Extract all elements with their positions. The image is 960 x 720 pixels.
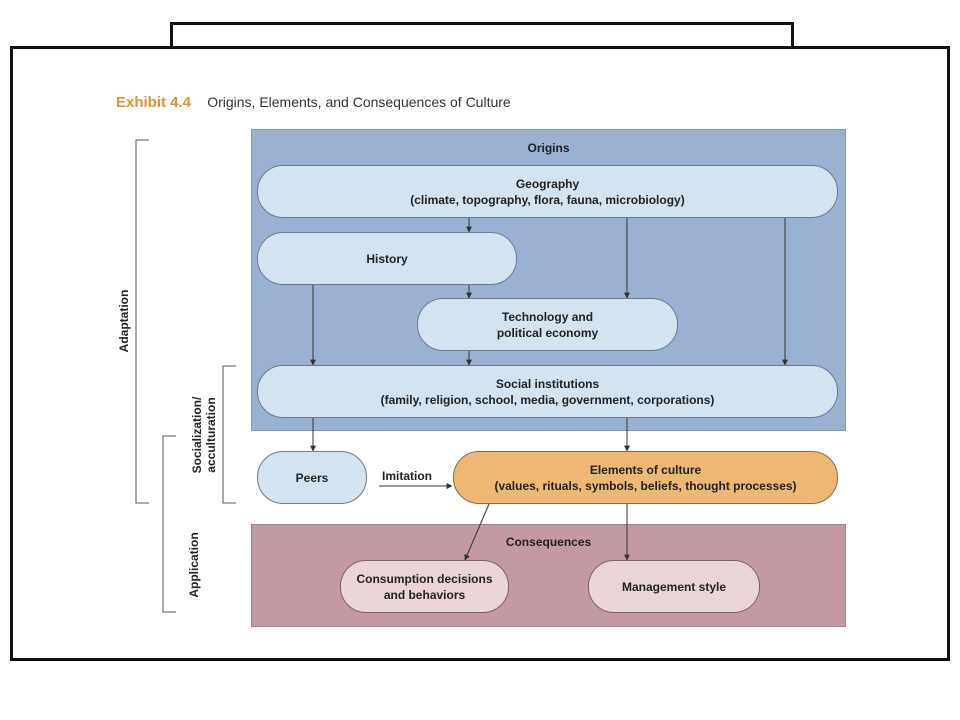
- origins-title: Origins: [527, 141, 570, 155]
- socialization-label-line1: Socialization/: [190, 396, 204, 474]
- history-title: History: [366, 251, 408, 266]
- social-institutions-title: Social institutions: [495, 376, 600, 391]
- peers-title: Peers: [295, 470, 329, 485]
- technology-title: Technology and: [501, 309, 594, 324]
- adaptation-label: Adaptation: [117, 289, 131, 353]
- elements-of-culture-node: Elements of culture (values, rituals, sy…: [453, 451, 838, 504]
- elements-detail: (values, rituals, symbols, beliefs, thou…: [494, 478, 797, 493]
- arrow-elements-consumption: [464, 503, 490, 561]
- adaptation-bracket: [135, 139, 149, 504]
- application-bracket: [162, 435, 176, 613]
- consequences-title: Consequences: [505, 535, 592, 549]
- management-style-node: Management style: [588, 560, 760, 613]
- management-title: Management style: [621, 579, 727, 594]
- socialization-bracket: [222, 365, 236, 504]
- social-institutions-node: Social institutions (family, religion, s…: [257, 365, 838, 418]
- peers-node: Peers: [257, 451, 367, 504]
- exhibit-number: Exhibit 4.4: [116, 94, 192, 111]
- consumption-node: Consumption decisions and behaviors: [340, 560, 509, 613]
- social-institutions-detail: (family, religion, school, media, govern…: [380, 392, 715, 407]
- socialization-label-line2: acculturation: [204, 397, 218, 473]
- geography-detail: (climate, topography, flora, fauna, micr…: [410, 192, 685, 207]
- application-label: Application: [187, 532, 201, 598]
- consumption-title: Consumption decisions: [356, 571, 493, 586]
- consumption-detail: and behaviors: [383, 587, 466, 602]
- history-node: History: [257, 232, 517, 285]
- geography-node: Geography (climate, topography, flora, f…: [257, 165, 838, 218]
- elements-title: Elements of culture: [589, 462, 702, 477]
- geography-title: Geography: [515, 176, 580, 191]
- exhibit-caption: Origins, Elements, and Consequences of C…: [207, 94, 511, 110]
- exhibit-heading: Exhibit 4.4 Origins, Elements, and Conse…: [116, 94, 511, 111]
- technology-detail: political economy: [496, 325, 599, 340]
- technology-node: Technology and political economy: [417, 298, 678, 351]
- imitation-label: Imitation: [382, 469, 432, 483]
- socialization-label: Socialization/ acculturation: [190, 380, 220, 490]
